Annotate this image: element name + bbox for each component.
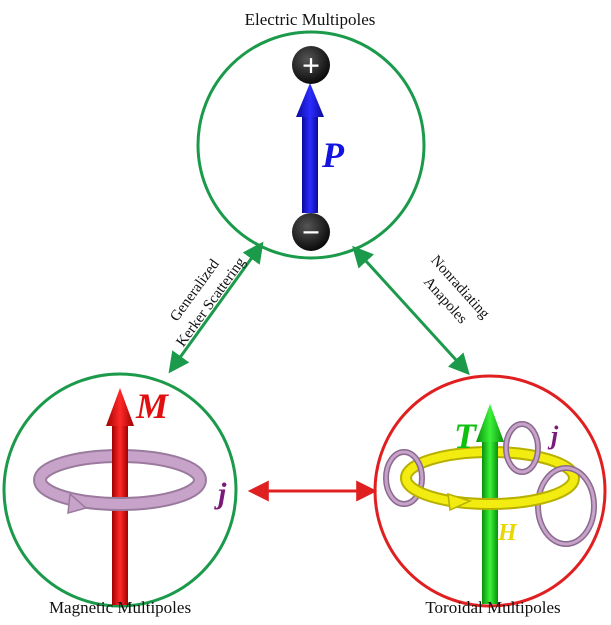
magnetic-title: Magnetic Multipoles: [49, 598, 191, 617]
t-symbol: T: [454, 416, 478, 456]
plus-charge-icon: +: [292, 46, 330, 84]
magnetic-current-loop-front: [33, 478, 207, 515]
toroidal-title: Toroidal Multipoles: [425, 598, 560, 617]
electric-title: Electric Multipoles: [245, 10, 376, 29]
j-symbol-magnetic: j: [214, 477, 227, 510]
m-dipole-arrow: [106, 388, 134, 605]
kerker-link-arrow: [168, 241, 264, 374]
kerker-link-label: Generalized Kerker Scattering: [167, 254, 249, 350]
minus-charge-icon: −: [292, 213, 330, 251]
magnetic-circle: [2, 372, 238, 608]
electric-circle: [196, 30, 426, 260]
toroidal-current-loops: [383, 421, 597, 547]
p-symbol: P: [321, 135, 345, 175]
h-symbol: H: [497, 520, 518, 546]
anapole-link-arrow: [352, 245, 470, 376]
p-dipole-arrow: [296, 83, 324, 213]
svg-text:+: +: [302, 47, 320, 83]
m-symbol: M: [135, 386, 170, 426]
t-dipole-arrow: [476, 404, 504, 604]
svg-text:−: −: [302, 214, 320, 250]
toroidal-circle: [373, 374, 607, 608]
h-field-loop-front: [400, 477, 580, 512]
j-symbol-toroidal: j: [547, 421, 559, 450]
